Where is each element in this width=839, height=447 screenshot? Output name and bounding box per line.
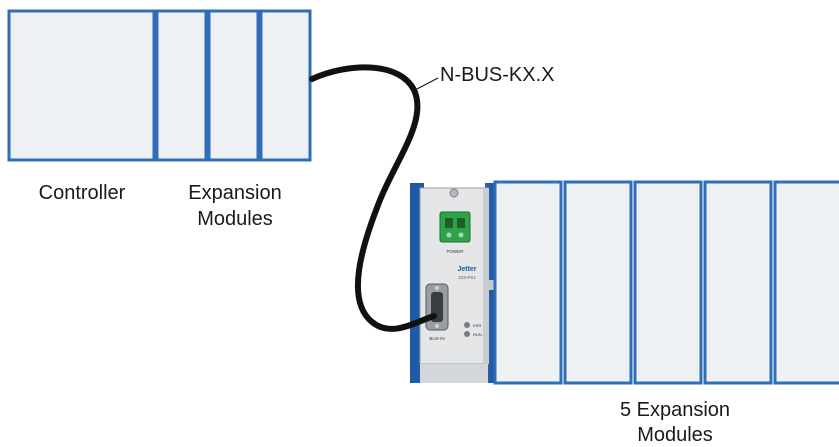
controller-module xyxy=(7,9,156,162)
led-1-label: ERR xyxy=(473,323,482,328)
expansion-module-1 xyxy=(155,9,208,162)
power-label: POWER xyxy=(446,249,464,254)
bus-in-screw-top xyxy=(435,286,439,290)
cable-label: N-BUS-KX.X xyxy=(440,64,555,86)
status-led-2 xyxy=(464,331,470,337)
bus-cable xyxy=(309,64,437,332)
top-module-group xyxy=(7,9,312,162)
top-screw xyxy=(449,188,459,198)
model-label: JX3-PS1 xyxy=(458,275,476,280)
rail-clip xyxy=(489,280,497,290)
power-connector-slot-1 xyxy=(445,218,453,228)
brand-label: Jetter xyxy=(457,266,476,273)
bus-in-screw-bottom xyxy=(435,324,439,328)
module-bottom-shade xyxy=(420,364,488,383)
power-connector xyxy=(439,211,471,243)
expansion-module-8 xyxy=(773,180,839,385)
expansion-module-4 xyxy=(493,180,563,385)
power-connector-pin-2 xyxy=(458,232,464,238)
expansion-modules-label-line2: Modules xyxy=(197,208,273,230)
five-expansion-label-line2: Modules xyxy=(637,424,713,446)
expansion-module-7 xyxy=(703,180,773,385)
status-led-1 xyxy=(464,322,470,328)
power-connector-slot-2 xyxy=(457,218,465,228)
expansion-modules-label-line1: Expansion xyxy=(188,182,282,204)
module-side-shade xyxy=(483,188,489,364)
expansion-module-6 xyxy=(633,180,703,385)
expansion-module-2 xyxy=(207,9,260,162)
expansion-module-3 xyxy=(259,9,312,162)
right-module-group xyxy=(493,180,839,385)
controller-label: Controller xyxy=(38,182,126,204)
expansion-module-5 xyxy=(563,180,633,385)
bus-in-label: BUS-IN xyxy=(429,336,444,341)
led-2-label: RUN xyxy=(473,332,482,337)
cable-callout-line xyxy=(414,77,439,91)
power-supply-module: POWER Jetter JX3-PS1 BUS-IN ERR RUN xyxy=(410,183,498,383)
five-expansion-label-line1: 5 Expansion xyxy=(619,399,731,421)
power-connector-pin-1 xyxy=(446,232,452,238)
